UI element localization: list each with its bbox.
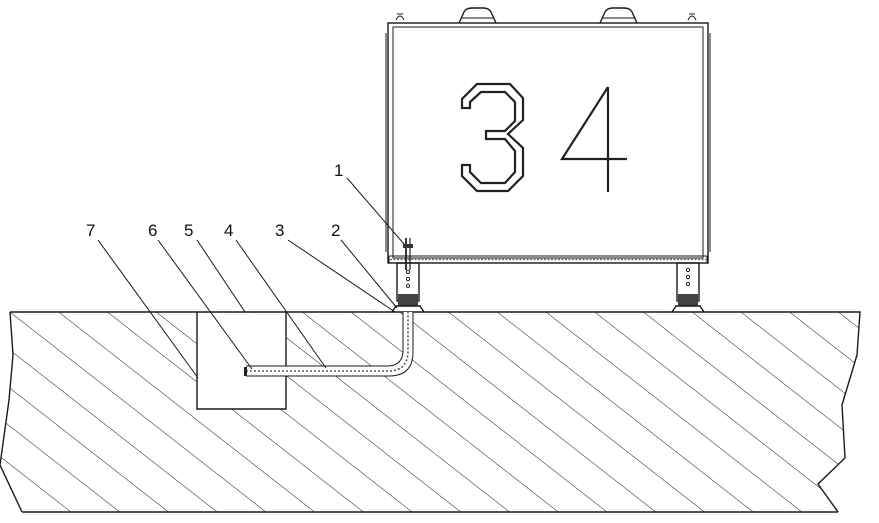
cabinet-leg-left <box>391 238 425 313</box>
leader-lines <box>97 177 405 379</box>
cabinet <box>385 7 711 264</box>
callout-5: 5 <box>184 221 193 240</box>
callout-3: 3 <box>275 221 284 240</box>
leader-4 <box>235 239 327 369</box>
conduit-pipe <box>244 312 414 377</box>
leader-7 <box>97 239 199 379</box>
leader-1 <box>346 177 405 245</box>
callout-1: 1 <box>334 161 343 180</box>
callout-numbers: 1 2 3 4 5 6 7 <box>86 161 343 240</box>
cabinet-leg-right <box>671 262 705 313</box>
ground-section <box>0 311 861 513</box>
callout-7: 7 <box>86 221 95 240</box>
callout-4: 4 <box>224 221 233 240</box>
leader-2 <box>340 239 398 309</box>
callout-6: 6 <box>148 221 157 240</box>
leader-6 <box>157 239 253 370</box>
leader-3 <box>287 239 396 313</box>
cabinet-number-4 <box>559 86 627 192</box>
junction-pit <box>196 312 287 410</box>
callout-2: 2 <box>331 221 340 240</box>
leader-5 <box>196 239 246 313</box>
cabinet-number-3 <box>460 82 525 193</box>
